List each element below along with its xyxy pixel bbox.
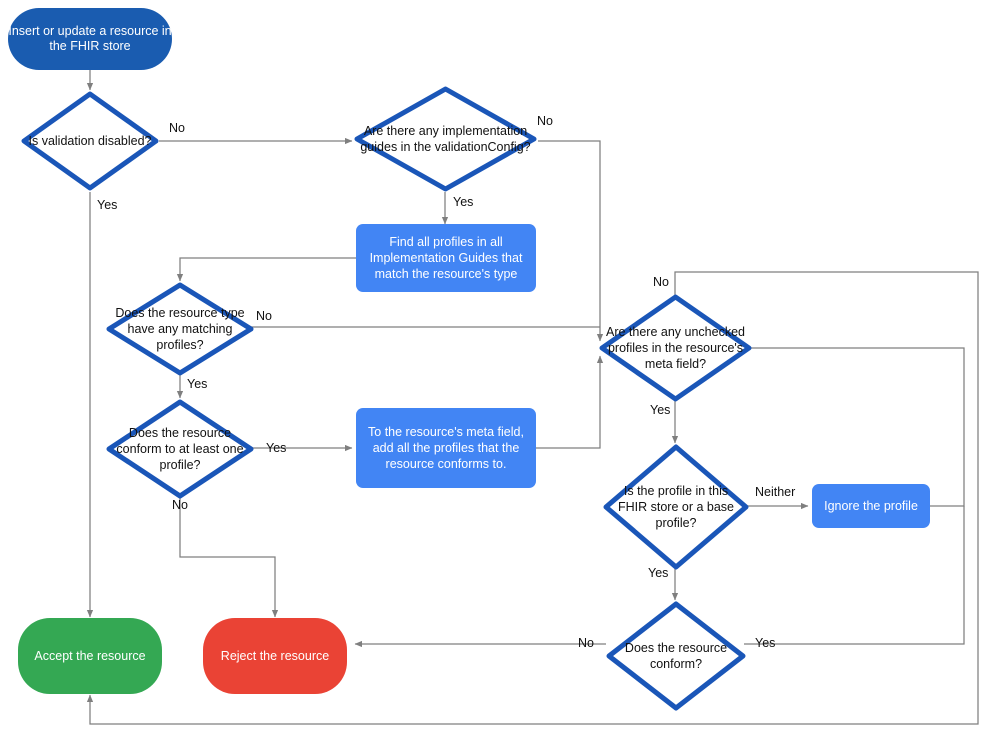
node-start-label: Insert or update a resource in the FHIR … — [8, 24, 172, 53]
node-type-has-matching-profiles-label: Does the resource type have any matching… — [115, 306, 245, 352]
node-reject-the-resource[interactable]: Reject the resource — [203, 618, 347, 694]
node-accept-the-resource[interactable]: Accept the resource — [18, 618, 162, 694]
node-accept-the-resource-label: Accept the resource — [34, 648, 146, 663]
node-add-profiles-to-meta[interactable]: To the resource's meta field, add all th… — [356, 408, 536, 488]
node-is-validation-disabled[interactable]: Is validation disabled? — [20, 90, 160, 192]
node-ignore-the-profile[interactable]: Ignore the profile — [812, 484, 930, 528]
edge-igs-no — [538, 140, 604, 342]
edge-label-base-yes: Yes — [648, 566, 669, 580]
edge-conform1-no — [179, 497, 279, 618]
edge-meta-to-unchecked — [535, 355, 604, 449]
edge-ignore-loop — [683, 344, 965, 507]
node-type-has-matching-profiles[interactable]: Does the resource type have any matching… — [105, 281, 255, 377]
node-unchecked-profiles[interactable]: Are there any unchecked profiles in the … — [598, 293, 753, 403]
node-find-all-profiles-label: Find all profiles in all Implementation … — [369, 235, 523, 281]
node-conform-at-least-one-label: Does the resource conform to at least on… — [116, 426, 244, 472]
edge-label-unchecked-no: No — [653, 275, 669, 289]
edge-label-base-neither: Neither — [755, 485, 796, 499]
edge-label-igs-yes: Yes — [453, 195, 474, 209]
node-conform-at-least-one[interactable]: Does the resource conform to at least on… — [105, 398, 255, 500]
node-does-resource-conform-label: Does the resource conform? — [624, 641, 728, 671]
node-are-there-igs[interactable]: Are there any implementation guides in t… — [353, 85, 538, 193]
node-does-resource-conform[interactable]: Does the resource conform? — [605, 600, 747, 712]
edge-label-conform1-yes: Yes — [266, 441, 287, 455]
node-start[interactable]: Insert or update a resource in the FHIR … — [8, 8, 172, 70]
edge-label-validation-yes: Yes — [97, 198, 118, 212]
edge-conform2-yes — [744, 506, 965, 645]
edge-label-type-no: No — [256, 309, 272, 323]
node-reject-the-resource-label: Reject the resource — [220, 648, 330, 663]
edge-unchecked-no — [86, 271, 979, 725]
edge-label-conform2-no: No — [578, 636, 594, 650]
edge-label-type-yes: Yes — [187, 377, 208, 391]
edge-label-conform1-no: No — [172, 498, 188, 512]
edge-label-unchecked-yes: Yes — [650, 403, 671, 417]
node-add-profiles-to-meta-label: To the resource's meta field, add all th… — [368, 425, 524, 471]
node-find-all-profiles[interactable]: Find all profiles in all Implementation … — [356, 224, 536, 292]
edge-label-conform2-yes: Yes — [755, 636, 776, 650]
edge-label-validation-no: No — [169, 121, 185, 135]
node-is-validation-disabled-label: Is validation disabled? — [28, 134, 152, 148]
node-ignore-the-profile-label: Ignore the profile — [824, 499, 918, 513]
node-unchecked-profiles-label: Are there any unchecked profiles in the … — [606, 325, 745, 371]
edge-find-to-type — [176, 257, 356, 282]
edge-label-igs-no: No — [537, 114, 553, 128]
node-are-there-igs-label: Are there any implementation guides in t… — [360, 124, 531, 154]
node-profile-in-store-or-base[interactable]: Is the profile in this FHIR store or a b… — [602, 443, 750, 571]
node-profile-in-store-or-base-label: Is the profile in this FHIR store or a b… — [617, 484, 734, 530]
